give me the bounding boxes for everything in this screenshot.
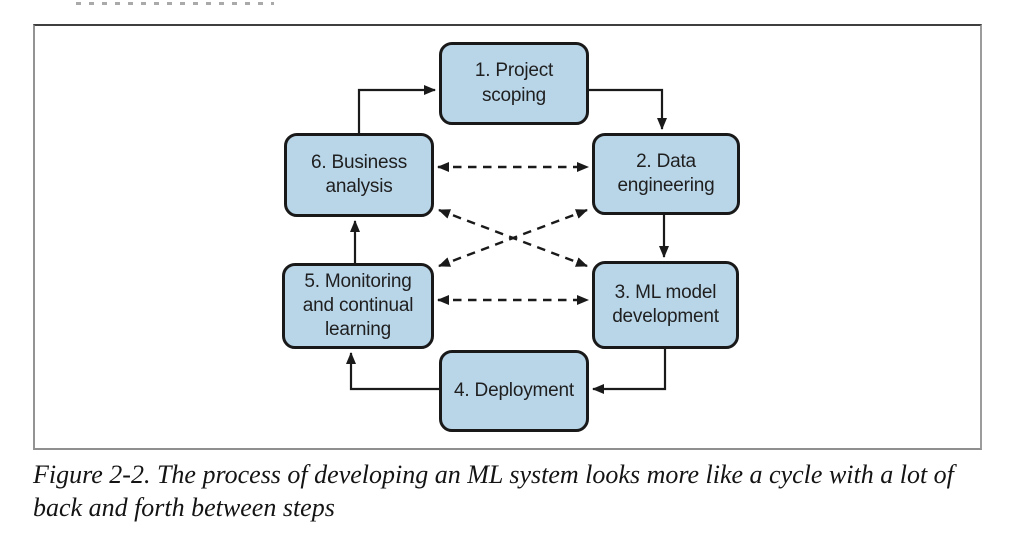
arrow-6-to-1 (357, 85, 436, 133)
box-ml-model-development: 3. ML model development (592, 261, 739, 349)
box-deployment-label: 4. Deployment (454, 379, 574, 401)
box-monitoring-continual-learning-label: 5. Monitoring and continual learning (302, 270, 414, 341)
box-project-scoping-label: 1. Project scoping (474, 60, 554, 106)
box-deployment: 4. Deployment (439, 350, 589, 432)
box-project-scoping: 1. Project scoping (439, 42, 589, 125)
box-ml-model-development-label: 3. ML model development (612, 281, 719, 327)
arrow-1-to-2 (589, 88, 667, 130)
arrows-layer (346, 85, 669, 394)
caption-line-1: Figure 2-2. The process of developing an… (33, 460, 954, 489)
box-data-engineering: 2. Data engineering (592, 133, 740, 215)
figure-frame: 1. Project scoping 2. Data engineering 3… (33, 24, 982, 450)
box-data-engineering-label: 2. Data engineering (617, 150, 715, 196)
box-business-analysis: 6. Business analysis (284, 133, 434, 217)
box-business-analysis-label: 6. Business analysis (310, 151, 408, 197)
arrow-3-to-4 (592, 349, 667, 394)
dashed-arrow-5-2 (438, 208, 588, 268)
box-monitoring-continual-learning: 5. Monitoring and continual learning (282, 263, 434, 349)
clipped-text-fragment (76, 2, 274, 5)
arrow-4-to-5 (346, 352, 439, 391)
caption-line-2: back and forth between steps (33, 493, 335, 522)
figure-caption: Figure 2-2. The process of developing an… (33, 458, 1003, 524)
